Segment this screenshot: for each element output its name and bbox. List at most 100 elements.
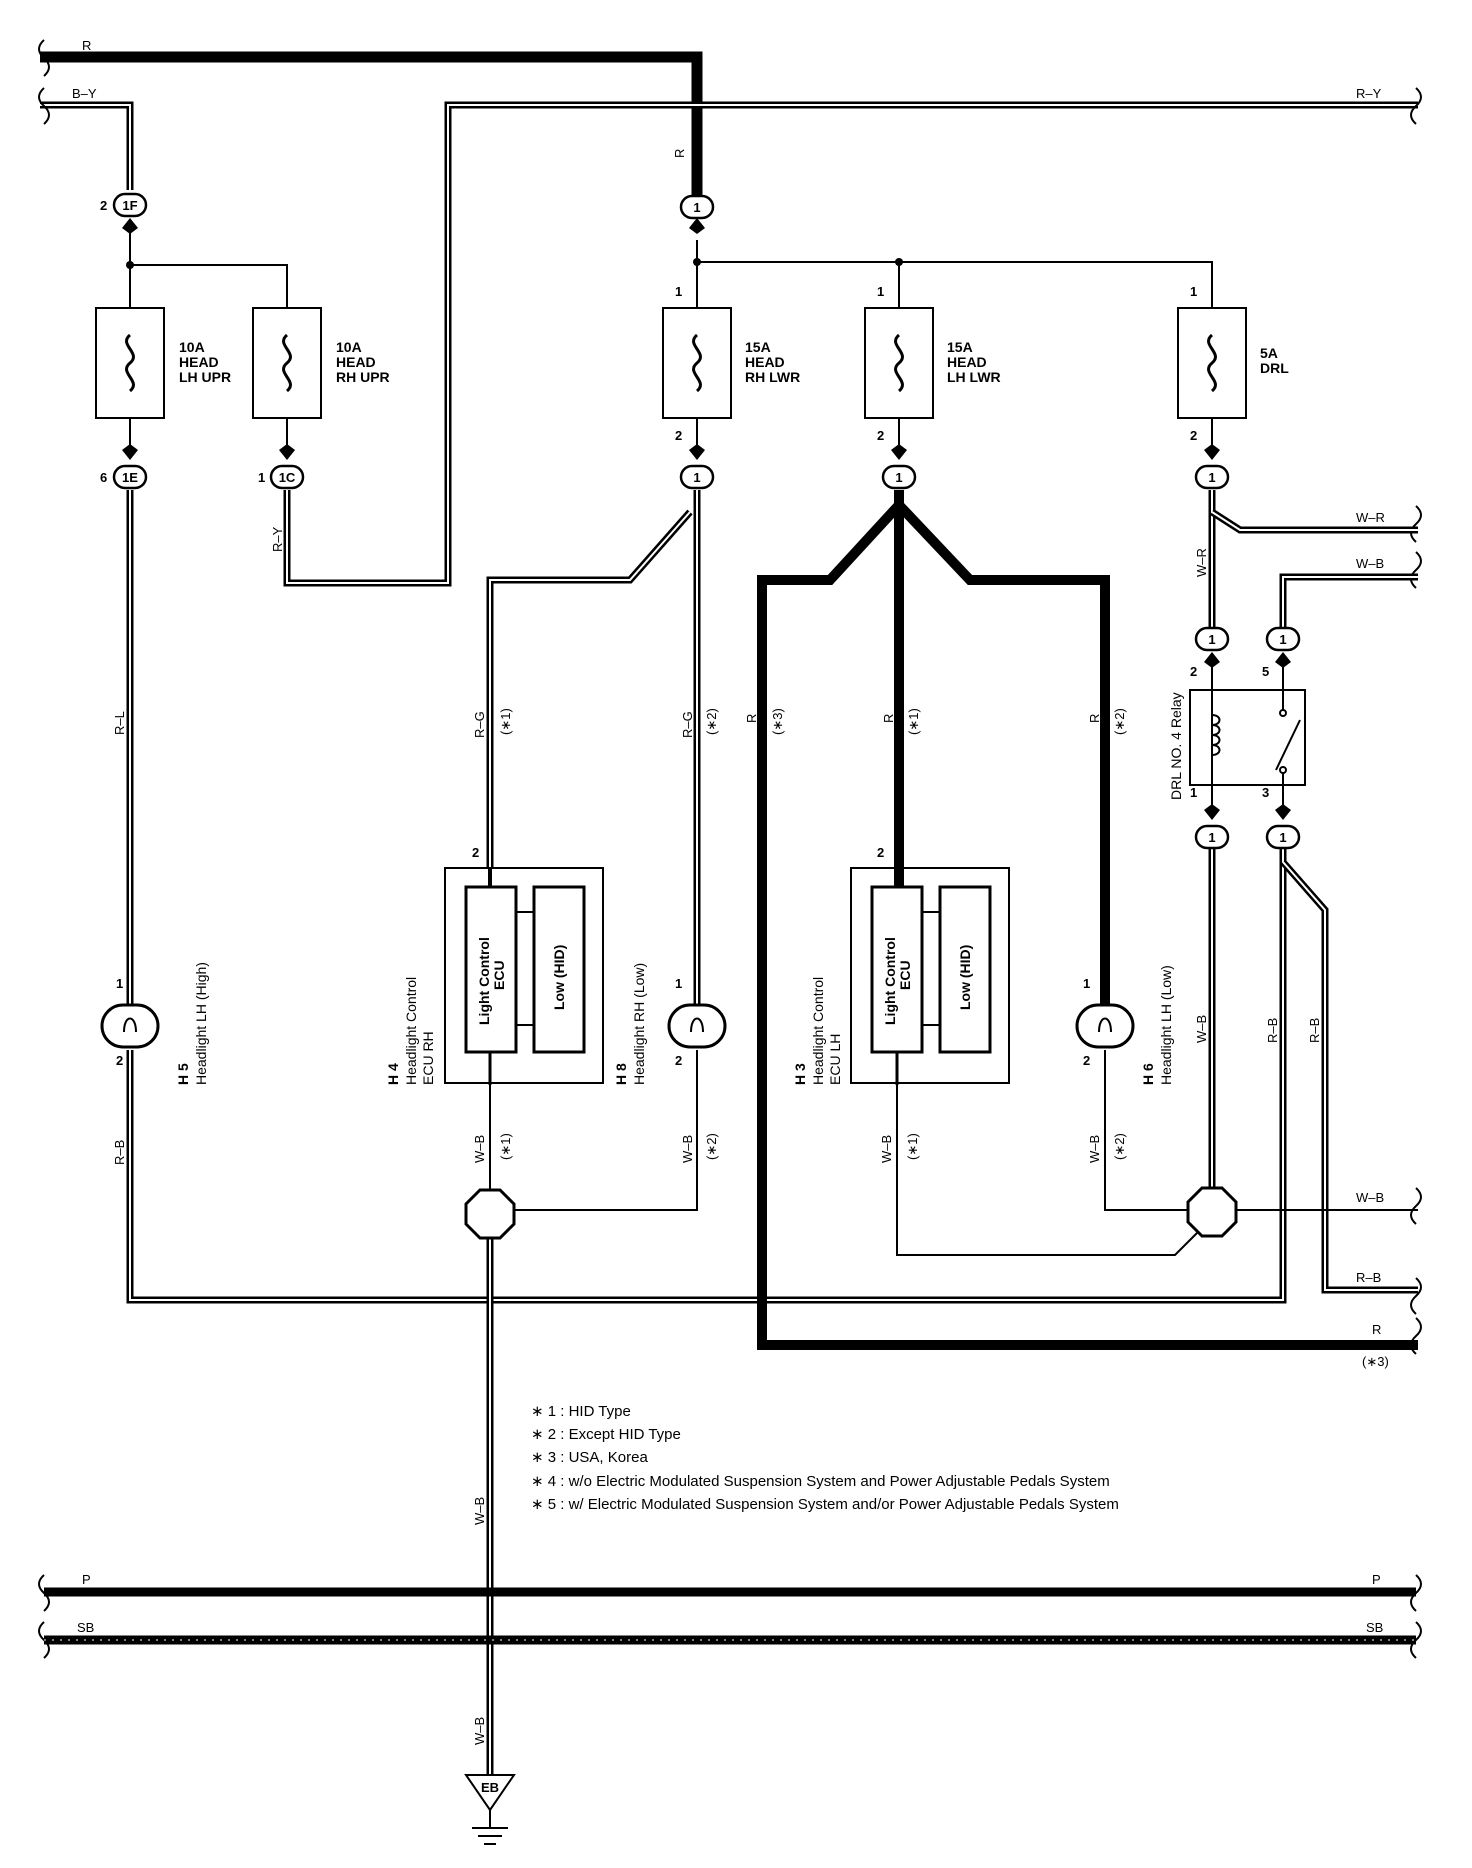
svg-text:Headlight LH (Low): Headlight LH (Low) — [1158, 965, 1174, 1085]
svg-text:Low (HID): Low (HID) — [957, 945, 973, 1010]
condition-labels: (∗1) (∗2) (∗3) (∗1) (∗2) (∗1) (∗2) (∗1) … — [498, 708, 1127, 1160]
svg-text:R: R — [881, 714, 896, 723]
svg-text:W–R: W–R — [1356, 510, 1385, 525]
svg-text:(∗1): (∗1) — [905, 1133, 920, 1160]
wire-r-b-loop — [126, 842, 1287, 1304]
svg-text:2: 2 — [675, 1053, 682, 1068]
connectors — [112, 192, 1301, 850]
svg-text:DRL NO. 4 Relay: DRL NO. 4 Relay — [1168, 692, 1184, 800]
svg-text:6: 6 — [100, 470, 107, 485]
svg-text:H 6: H 6 — [1140, 1063, 1156, 1085]
wire-r-thick — [757, 490, 1418, 1350]
svg-text:1: 1 — [1208, 470, 1215, 485]
wire-r-g — [486, 490, 701, 1005]
svg-text:1: 1 — [1279, 632, 1286, 647]
svg-text:R–G: R–G — [472, 711, 487, 738]
connector-arrows — [122, 218, 1291, 820]
svg-text:P: P — [82, 1572, 91, 1587]
svg-text:2: 2 — [472, 845, 479, 860]
fuse-rh-upr: 10A HEAD RH UPR — [252, 307, 390, 419]
fuse-lh-lwr: 15A HEAD LH LWR — [864, 307, 1001, 419]
fuse-rh-lwr: 15A HEAD RH LWR — [662, 307, 800, 419]
svg-text:W–B: W–B — [472, 1497, 487, 1525]
wire-w-r — [1208, 490, 1418, 630]
svg-text:(∗2): (∗2) — [1112, 1133, 1127, 1160]
svg-text:W–B: W–B — [680, 1135, 695, 1163]
svg-text:Light Control: Light Control — [882, 937, 898, 1025]
svg-text:R–L: R–L — [112, 711, 127, 735]
svg-text:1: 1 — [675, 284, 682, 299]
bulb-h8 — [667, 1003, 727, 1049]
svg-text:2: 2 — [877, 845, 884, 860]
svg-text:2: 2 — [1190, 664, 1197, 679]
svg-text:HEAD: HEAD — [179, 354, 219, 370]
svg-text:1: 1 — [1208, 830, 1215, 845]
svg-text:W–B: W–B — [1356, 556, 1384, 571]
svg-text:1: 1 — [258, 470, 265, 485]
bulb-h6 — [1075, 1003, 1135, 1049]
connector-labels: 1F 1E 1C 1 1 1 1 1 1 1 1 — [122, 198, 1287, 845]
wire-r-top — [40, 51, 703, 205]
svg-text:2: 2 — [1190, 428, 1197, 443]
svg-text:(∗2): (∗2) — [704, 708, 719, 735]
svg-text:∗ 1 : HID Type: ∗ 1 : HID Type — [531, 1403, 631, 1420]
svg-text:1: 1 — [693, 470, 700, 485]
ecu-h3: Light Control ECU Low (HID) — [850, 867, 1010, 1084]
svg-text:R: R — [1372, 1322, 1381, 1337]
svg-text:∗ 5 : w/ Electric Modulated Su: ∗ 5 : w/ Electric Modulated Suspension S… — [531, 1496, 1119, 1513]
svg-text:∗ 4 : w/o Electric Modulated S: ∗ 4 : w/o Electric Modulated Suspension … — [531, 1473, 1110, 1490]
svg-text:HEAD: HEAD — [745, 354, 785, 370]
svg-text:1: 1 — [116, 976, 123, 991]
svg-text:1F: 1F — [122, 198, 137, 213]
svg-text:2: 2 — [877, 428, 884, 443]
svg-text:HEAD: HEAD — [947, 354, 987, 370]
svg-text:(∗2): (∗2) — [704, 1133, 719, 1160]
ecu-lead-wires — [488, 868, 904, 1085]
svg-text:RH UPR: RH UPR — [336, 369, 390, 385]
svg-text:1: 1 — [1279, 830, 1286, 845]
svg-text:H 8: H 8 — [613, 1063, 629, 1085]
svg-text:R: R — [672, 149, 687, 158]
svg-text:W–B: W–B — [1087, 1135, 1102, 1163]
svg-text:1: 1 — [895, 470, 902, 485]
wire-b-y — [40, 101, 134, 190]
svg-text:3: 3 — [1262, 785, 1269, 800]
svg-text:2: 2 — [116, 1053, 123, 1068]
svg-text:(∗1): (∗1) — [498, 708, 513, 735]
svg-text:R–B: R–B — [112, 1140, 127, 1165]
svg-text:15A: 15A — [745, 339, 771, 355]
svg-text:5A: 5A — [1260, 345, 1278, 361]
svg-text:W–B: W–B — [472, 1717, 487, 1745]
svg-text:15A: 15A — [947, 339, 973, 355]
wire-labels: R B–Y R–Y R R–Y R–L R–B R–G R–G R R R W–… — [72, 38, 1389, 1745]
svg-text:Headlight RH (Low): Headlight RH (Low) — [631, 963, 647, 1085]
right-edge-breaks — [1410, 87, 1422, 1659]
svg-text:R: R — [1087, 714, 1102, 723]
svg-text:W–B: W–B — [472, 1135, 487, 1163]
ecu-h4: Light Control ECU Low (HID) — [444, 867, 604, 1084]
svg-text:(∗3): (∗3) — [1362, 1354, 1389, 1369]
svg-text:1: 1 — [693, 200, 700, 215]
svg-text:H 3: H 3 — [792, 1063, 808, 1085]
svg-text:10A: 10A — [336, 339, 362, 355]
fuse-drl: 5A DRL — [1177, 307, 1289, 419]
svg-text:R–Y: R–Y — [1356, 86, 1382, 101]
splice-points — [464, 1186, 1238, 1240]
svg-text:RH LWR: RH LWR — [745, 369, 800, 385]
svg-text:10A: 10A — [179, 339, 205, 355]
svg-text:R–G: R–G — [680, 711, 695, 738]
svg-text:2: 2 — [675, 428, 682, 443]
svg-text:W–B: W–B — [1194, 1015, 1209, 1043]
svg-text:ECU RH: ECU RH — [420, 1031, 436, 1085]
svg-text:1: 1 — [1083, 976, 1090, 991]
svg-text:B–Y: B–Y — [72, 86, 97, 101]
svg-text:R: R — [744, 714, 759, 723]
svg-text:1: 1 — [675, 976, 682, 991]
svg-text:DRL: DRL — [1260, 360, 1289, 376]
svg-text:(∗3): (∗3) — [770, 708, 785, 735]
svg-text:P: P — [1372, 1572, 1381, 1587]
svg-text:H 5: H 5 — [175, 1063, 191, 1085]
wire-w-b-relay — [1208, 573, 1418, 1195]
svg-text:ECU: ECU — [897, 960, 913, 990]
